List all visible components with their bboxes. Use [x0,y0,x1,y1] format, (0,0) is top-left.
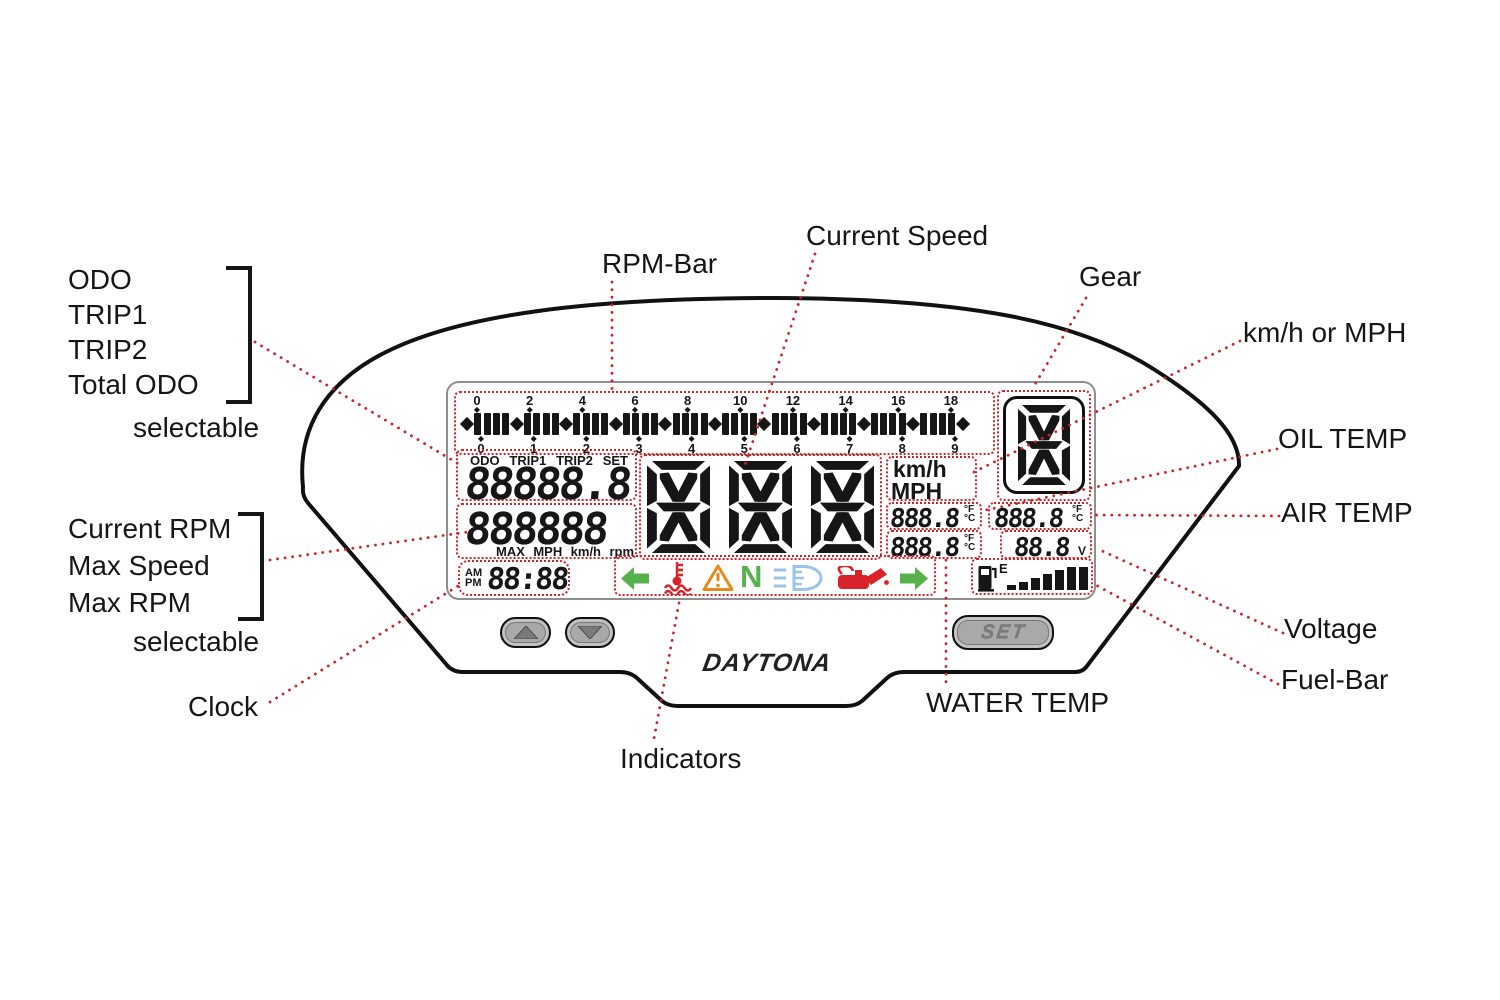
hazard-warning-icon [702,564,734,591]
clock-meridiem: AM PM [465,567,483,589]
neutral-indicator: N [740,559,763,594]
clock-leader-line [268,584,460,704]
high-beam-icon [774,565,823,591]
speed-unit-mph: MPH [891,478,943,504]
deg-f-label: °F [964,533,975,544]
deg-c-label: °C [964,513,976,524]
rpm-bar-label: RPM-Bar [602,248,718,279]
rpm-scale-top-markers: ◆◆◆◆◆◆◆◆◆◆ [473,405,954,414]
up-arrow-icon [513,626,538,639]
rpm-selectable-label: selectable [133,626,260,657]
clock-label: Clock [188,691,259,722]
current-speed-region [639,454,882,560]
speed-unit-kmh: km/h [893,456,947,482]
am-label: AM [465,567,483,579]
turn-right-icon [900,567,928,590]
indicators-label: Indicators [620,743,742,774]
water-temp-label: WATER TEMP [926,687,1110,718]
fuel-empty-label: E [999,561,1008,576]
deg-c-label: °C [1072,513,1084,524]
down-arrow-icon [578,626,602,639]
clock-region: AM PM 88:88 [458,560,570,597]
oil-temp-leader-line [984,447,1279,512]
voltage-unit: V [1078,544,1087,558]
water-temp-units: °F °C [964,533,976,553]
odo-selectable-label: selectable [133,412,260,443]
rpm-group-bracket [238,512,264,621]
speed-unit-region: km/h MPH [886,456,977,504]
odo-group-bracket [226,266,252,404]
fuel-bar-leader-line [1092,582,1280,686]
deg-c-label: °C [964,542,976,553]
voltage-leader-line [1098,548,1285,635]
gear-label: Gear [1079,261,1142,292]
deg-f-label: °F [964,504,975,515]
gear-leader-line [1032,296,1088,388]
air-temp-units: °F °C [1072,504,1084,524]
fuel-bar-region: E [971,558,1093,595]
down-button[interactable] [565,617,615,648]
air-temp-leader-line [1090,513,1281,518]
indicators-leader-line [651,601,681,746]
water-temp-warning-icon [664,562,692,595]
odo-leader-line [253,340,464,468]
oil-temp-label: OIL TEMP [1278,423,1408,454]
fuel-pump-icon [978,566,997,592]
kmh-mph-label: km/h or MPH [1243,317,1407,348]
rpm-bar-segments [459,412,970,436]
air-temp-region: 888.8 °F °C [988,502,1092,534]
current-speed-leader-line [742,252,817,470]
deg-f-label: °F [1072,504,1083,515]
turn-left-icon [621,567,649,590]
rpm-scale-bottom-markers: ◆◆◆◆◆◆◆◆◆◆ [477,434,958,443]
kmh-mph-leader-line [972,339,1242,474]
oil-temp-region: 888.8 °F °C [886,502,982,534]
gear-display [1003,396,1085,494]
current-speed-label: Current Speed [806,220,989,251]
oil-temp-units: °F °C [964,504,976,524]
air-temp-label: AIR TEMP [1281,497,1413,528]
gear-region [997,390,1091,501]
fuel-level-bars [1007,565,1088,590]
voltage-label: Voltage [1284,613,1378,644]
fuel-bar-label: Fuel-Bar [1281,664,1389,695]
oil-pressure-icon [837,566,889,589]
indicators-region: N [614,555,936,596]
pm-label: PM [465,577,482,589]
set-button[interactable]: SET [952,615,1054,650]
up-button[interactable] [500,617,551,648]
rpm-group-leader-line [268,530,470,562]
